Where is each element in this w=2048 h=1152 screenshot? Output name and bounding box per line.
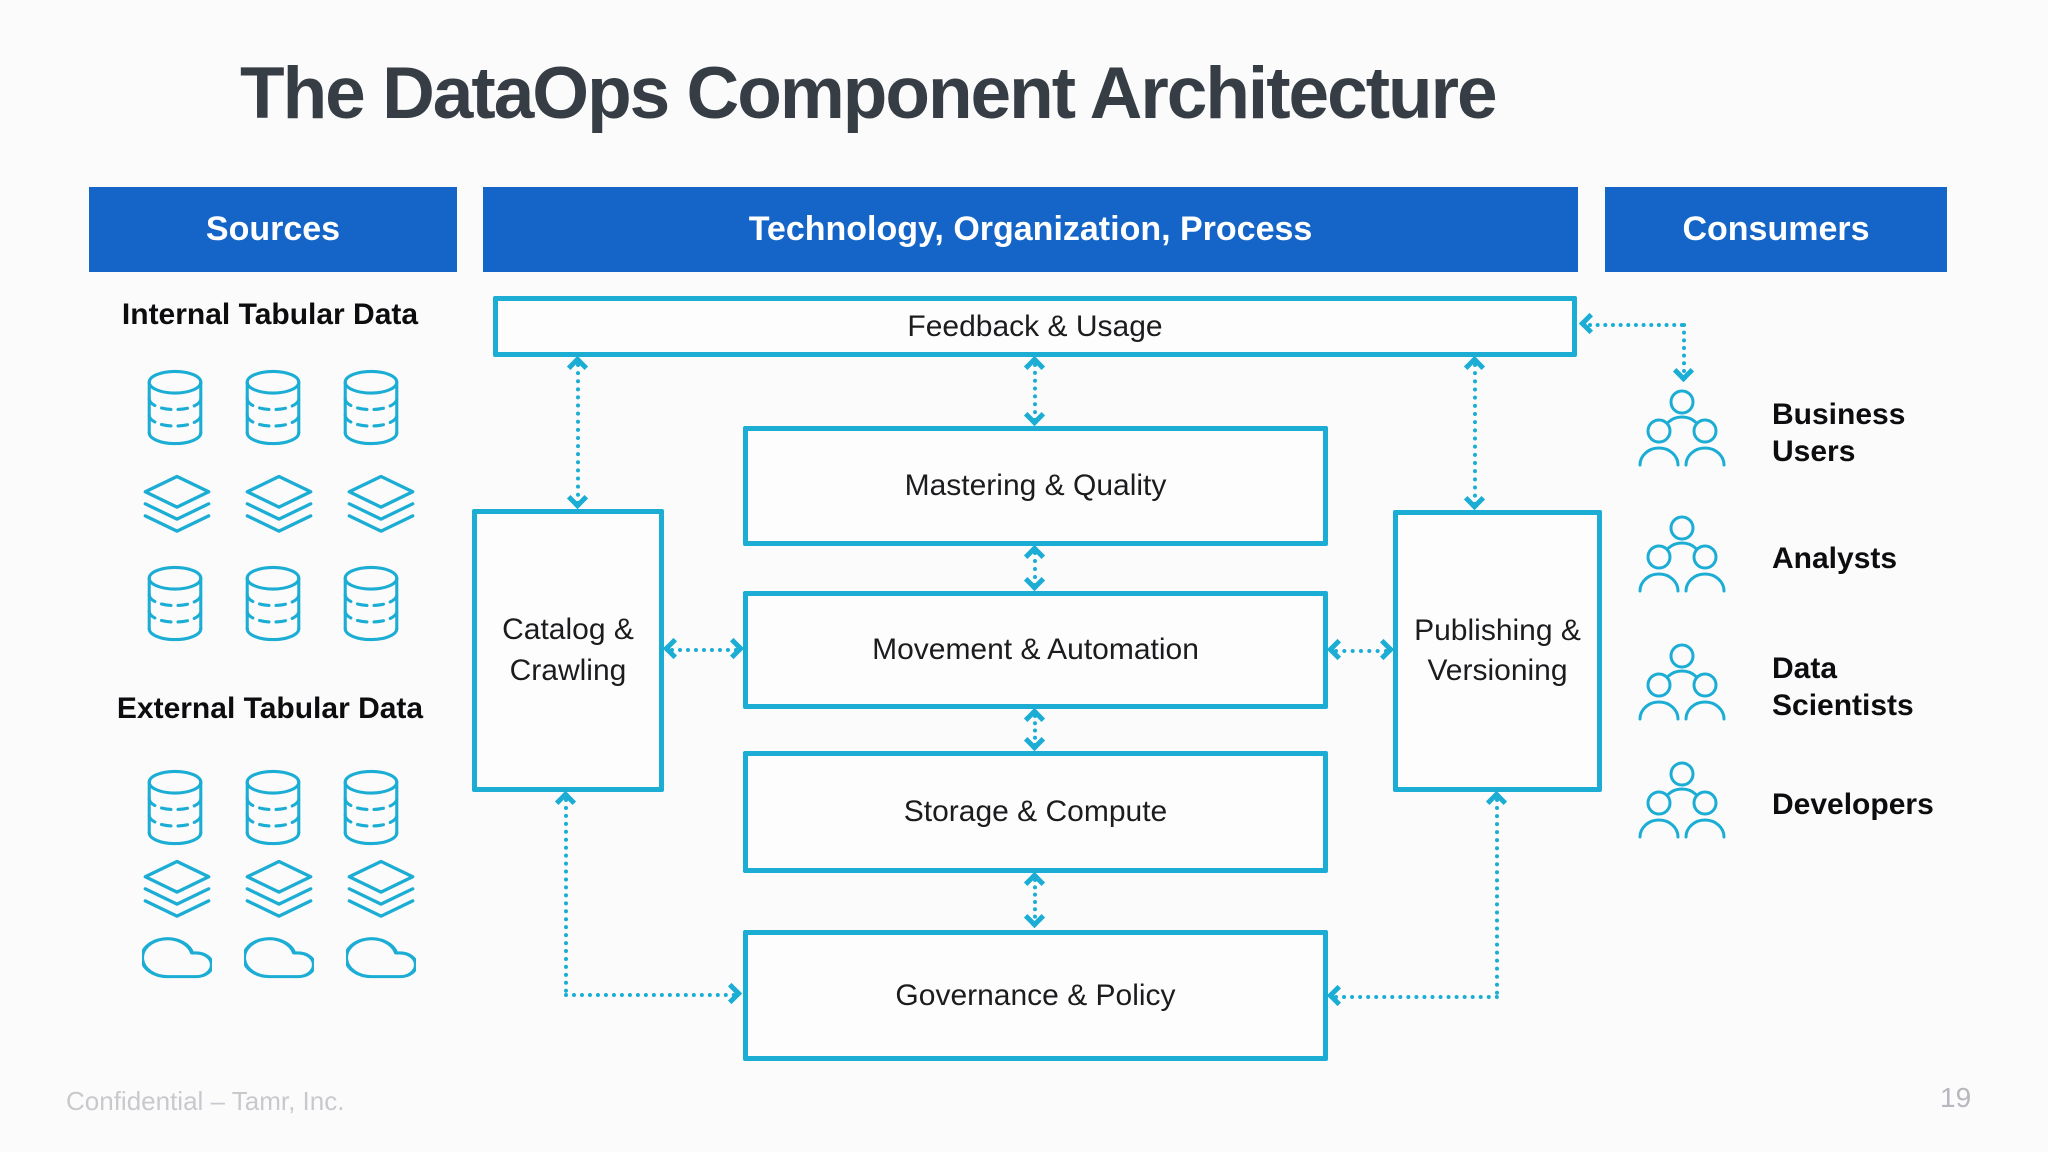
icon-row — [142, 368, 416, 448]
arrowhead-down-icon — [1023, 906, 1046, 929]
connector-movement-storage — [1033, 714, 1037, 747]
layers-icon — [244, 474, 314, 538]
arrowhead-down-icon — [1023, 729, 1046, 752]
arrowhead-up-icon — [1023, 707, 1046, 730]
confidential-notice: Confidential – Tamr, Inc. — [66, 1086, 345, 1116]
connector-publishing-governance-horizontal — [1334, 995, 1499, 999]
component-catalog-crawling: Catalog & Crawling — [472, 509, 664, 792]
connector-catalog-movement — [670, 648, 738, 652]
connector-publishing-governance-vertical — [1495, 798, 1499, 995]
people-group-icon — [1632, 640, 1732, 734]
connector-catalog-governance-horizontal — [564, 993, 736, 997]
arrowhead-down-icon — [1023, 404, 1046, 427]
component-mastering-quality: Mastering & Quality — [743, 426, 1328, 546]
consumer-label: Developers — [1772, 788, 1934, 822]
arrowhead-left-icon — [1326, 984, 1349, 1007]
connector-catalog-governance-vertical — [564, 798, 568, 993]
arrowhead-down-icon — [1463, 488, 1486, 511]
connector-feedback-catalog — [576, 363, 580, 505]
internal-data-heading: Internal Tabular Data — [121, 298, 419, 331]
header-technology: Technology, Organization, Process — [483, 187, 1578, 272]
external-data-heading: External Tabular Data — [116, 692, 424, 725]
component-governance-policy: Governance & Policy — [743, 930, 1328, 1061]
cloud-icon — [244, 934, 314, 979]
arrowhead-up-icon — [1023, 871, 1046, 894]
icon-row — [142, 474, 416, 538]
page-title: The DataOps Component Architecture — [240, 53, 1498, 134]
database-icon — [142, 768, 208, 848]
consumer-group: Developers — [1632, 756, 1967, 854]
arrowhead-down-icon — [1672, 360, 1695, 383]
connector-feedback-publishing — [1473, 363, 1477, 506]
connector-feedback-mastering — [1033, 363, 1037, 422]
arrowhead-left-icon — [1326, 638, 1349, 661]
internal-data-icons — [142, 368, 416, 644]
consumer-group: Data Scientists — [1632, 638, 1967, 736]
page-number: 19 — [1940, 1082, 1972, 1113]
arrowhead-up-icon — [1485, 790, 1508, 813]
connector-movement-publishing — [1334, 649, 1388, 653]
arrowhead-down-icon — [1023, 569, 1046, 592]
consumer-group: Analysts — [1632, 510, 1967, 608]
people-group-icon — [1632, 758, 1732, 852]
arrowhead-down-icon — [566, 487, 589, 510]
arrowhead-up-icon — [1023, 544, 1046, 567]
database-icon — [240, 768, 306, 848]
database-icon — [338, 768, 404, 848]
arrowhead-right-icon — [1372, 638, 1395, 661]
arrowhead-right-icon — [720, 982, 743, 1005]
arrowhead-up-icon — [1463, 355, 1486, 378]
database-icon — [142, 564, 208, 644]
cloud-icon — [142, 934, 212, 979]
arrowhead-left-icon — [662, 637, 685, 660]
layers-icon — [346, 474, 416, 538]
arrowhead-left-icon — [1578, 312, 1601, 335]
layers-icon — [244, 859, 314, 923]
consumer-label: Business Users — [1772, 397, 1906, 469]
database-icon — [338, 564, 404, 644]
icon-row — [142, 768, 416, 848]
layers-icon — [142, 859, 212, 923]
database-icon — [142, 368, 208, 448]
connector-mastering-movement — [1033, 551, 1037, 587]
arrowhead-up-icon — [1023, 355, 1046, 378]
people-group-icon — [1632, 386, 1732, 480]
database-icon — [240, 564, 306, 644]
header-sources: Sources — [89, 187, 457, 272]
component-publishing-versioning: Publishing & Versioning — [1393, 510, 1602, 792]
icon-row — [142, 859, 416, 923]
arrowhead-up-icon — [554, 790, 577, 813]
external-data-icons — [142, 768, 416, 979]
consumer-label: Analysts — [1772, 542, 1898, 576]
component-movement-automation: Movement & Automation — [743, 591, 1328, 709]
cloud-icon — [346, 934, 416, 979]
arrowhead-up-icon — [566, 355, 589, 378]
icon-row — [142, 934, 416, 979]
layers-icon — [346, 859, 416, 923]
consumer-label: Data Scientists — [1772, 651, 1914, 723]
arrowhead-right-icon — [722, 637, 745, 660]
database-icon — [240, 368, 306, 448]
icon-row — [142, 564, 416, 644]
header-consumers: Consumers — [1605, 187, 1947, 272]
component-storage-compute: Storage & Compute — [743, 751, 1328, 873]
connector-storage-governance — [1033, 878, 1037, 926]
connector-feedback-consumers-horizontal — [1588, 323, 1684, 327]
people-group-icon — [1632, 512, 1732, 606]
consumer-group: Business Users — [1632, 384, 1967, 482]
connector-feedback-consumers-vertical — [1682, 323, 1686, 373]
component-feedback-usage: Feedback & Usage — [493, 296, 1577, 357]
database-icon — [338, 368, 404, 448]
layers-icon — [142, 474, 212, 538]
